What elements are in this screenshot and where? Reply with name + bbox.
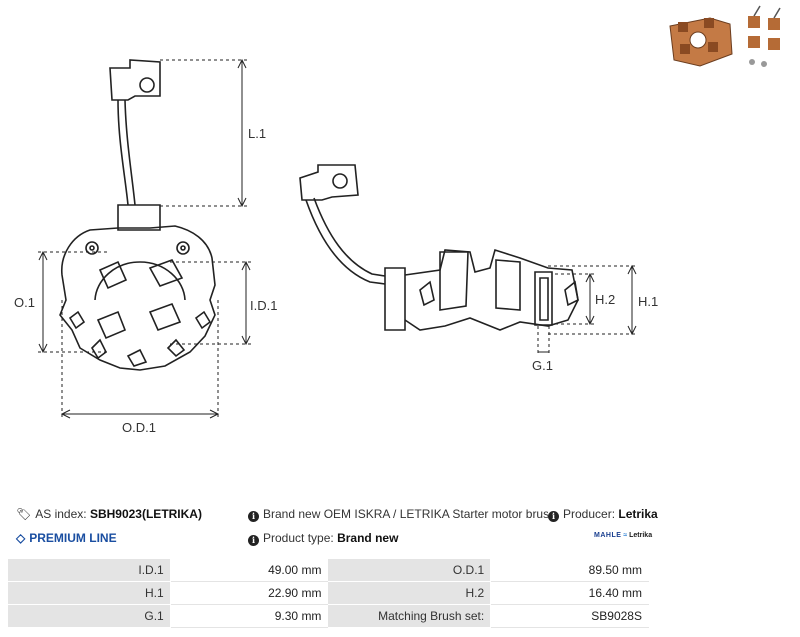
spec-value: 9.30 mm bbox=[169, 604, 329, 628]
product-type-label: Product type: bbox=[263, 531, 334, 545]
premium-line-badge: ◇PREMIUM LINE bbox=[16, 530, 117, 546]
producer-row: i Producer: Letrika bbox=[548, 506, 658, 522]
premium-line-label: PREMIUM LINE bbox=[29, 531, 117, 545]
dim-label-id1: I.D.1 bbox=[250, 298, 277, 313]
tag-icon: 🏷︎ bbox=[16, 507, 32, 521]
spec-label: Matching Brush set: bbox=[327, 604, 492, 628]
spec-value: 16.40 mm bbox=[490, 581, 649, 605]
as-index-row: 🏷︎AS index: SBH9023(LETRIKA) bbox=[16, 506, 202, 522]
spec-label: H.2 bbox=[327, 581, 492, 605]
spec-label: H.1 bbox=[7, 581, 171, 605]
spec-value: 89.50 mm bbox=[490, 558, 649, 582]
spec-value: 22.90 mm bbox=[169, 581, 329, 605]
spec-label: O.D.1 bbox=[327, 558, 492, 582]
table-row: I.D.1 49.00 mm O.D.1 89.50 mm bbox=[7, 558, 649, 582]
brand-logo: MAHLE ≈ Letrika bbox=[594, 532, 652, 539]
product-type-row: i Product type: Brand new bbox=[248, 530, 398, 546]
logo-swoosh-icon: ≈ bbox=[623, 532, 628, 539]
as-index-value: SBH9023(LETRIKA) bbox=[89, 507, 202, 521]
product-type-value: Brand new bbox=[337, 531, 399, 545]
spec-label: I.D.1 bbox=[7, 558, 171, 582]
logo-letrika: Letrika bbox=[629, 532, 653, 539]
spec-value: SB9028S bbox=[490, 604, 649, 628]
spec-label: G.1 bbox=[7, 604, 171, 628]
specs-table: I.D.1 49.00 mm O.D.1 89.50 mm H.1 22.90 … bbox=[7, 558, 649, 628]
technical-drawing: L.1 O.1 I.D.1 O.D.1 H.1 H.2 G.1 bbox=[14, 58, 658, 435]
dim-label-g1: G.1 bbox=[532, 358, 553, 373]
dim-label-o1: O.1 bbox=[14, 295, 35, 310]
info-icon: i bbox=[248, 535, 259, 546]
as-index-label: AS index: bbox=[35, 507, 87, 521]
dim-label-od1: O.D.1 bbox=[122, 420, 156, 435]
table-row: G.1 9.30 mm Matching Brush set: SB9028S bbox=[7, 604, 649, 628]
info-icon: i bbox=[248, 511, 259, 522]
info-icon: i bbox=[548, 511, 559, 522]
table-row: H.1 22.90 mm H.2 16.40 mm bbox=[7, 581, 649, 605]
dim-label-l1: L.1 bbox=[248, 126, 266, 141]
product-description: Brand new OEM ISKRA / LETRIKA Starter mo… bbox=[263, 507, 573, 521]
logo-mahle: MAHLE bbox=[594, 532, 622, 539]
producer-value: Letrika bbox=[618, 507, 658, 521]
dim-label-h2: H.2 bbox=[595, 292, 615, 307]
dim-label-h1: H.1 bbox=[638, 294, 658, 309]
diamond-icon: ◇ bbox=[16, 531, 26, 545]
product-photo bbox=[669, 5, 781, 67]
spec-value: 49.00 mm bbox=[169, 558, 329, 582]
producer-label: Producer: bbox=[563, 507, 616, 521]
